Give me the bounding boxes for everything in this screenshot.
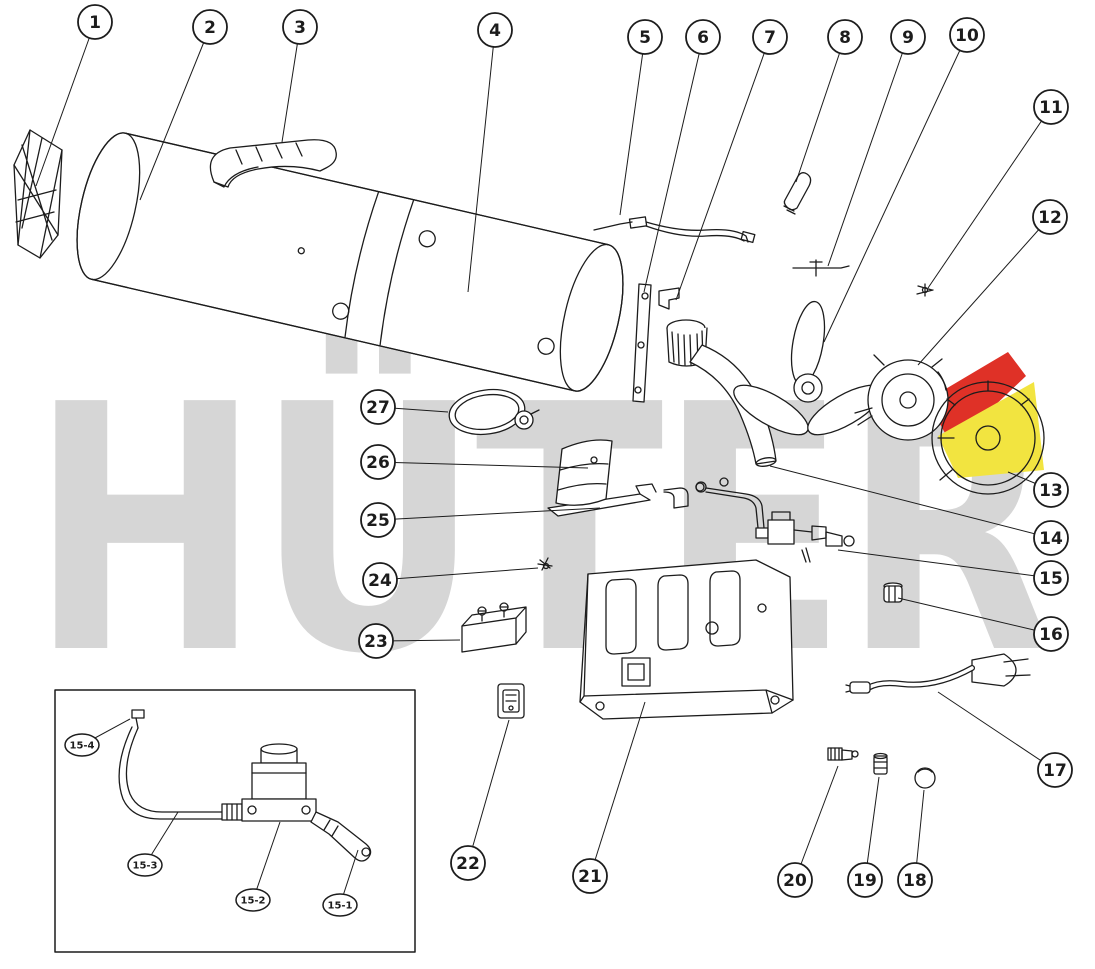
callout-6: 6 (685, 19, 721, 55)
callout-1: 1 (77, 4, 113, 40)
callout-22: 22 (450, 845, 486, 881)
callout-label: 4 (489, 21, 501, 41)
part-19-bushing (873, 752, 888, 775)
callout-label: 15-1 (327, 901, 352, 912)
callout-23: 23 (358, 623, 394, 659)
callout-label: 16 (1039, 625, 1063, 645)
part-2-4-main-cylinder (76, 132, 624, 392)
part-15-valve-assembly (695, 481, 855, 563)
callout-16: 16 (1033, 616, 1069, 652)
callout-5: 5 (627, 19, 663, 55)
callout-15-1: 15-1 (322, 893, 358, 917)
callout-15-2: 15-2 (235, 888, 271, 912)
callout-label: 24 (368, 571, 392, 591)
part-10-fan-blade (733, 300, 883, 436)
part-6-bracket-strip (632, 283, 652, 403)
part-27-gasket-ring (448, 388, 540, 436)
callout-7: 7 (752, 19, 788, 55)
callout-label: 17 (1043, 761, 1067, 781)
callout-label: 1 (89, 13, 101, 33)
callout-13: 13 (1033, 472, 1069, 508)
callout-label: 3 (294, 18, 306, 38)
callout-label: 14 (1039, 529, 1063, 549)
callout-label: 7 (764, 28, 776, 48)
callout-15-3: 15-3 (127, 853, 163, 877)
callout-label: 23 (364, 632, 388, 652)
brand-logo-shapes (927, 352, 1044, 478)
part-9-thermocouple-rod (792, 259, 850, 277)
callout-label: 8 (839, 28, 851, 48)
callout-15: 15 (1033, 560, 1069, 596)
callout-label: 19 (853, 871, 877, 891)
callout-27: 27 (360, 389, 396, 425)
callout-25: 25 (360, 502, 396, 538)
callout-label: 15 (1039, 569, 1063, 589)
callout-8: 8 (827, 19, 863, 55)
callout-label: 15-2 (240, 896, 265, 907)
callout-label: 22 (456, 854, 480, 874)
callout-26: 26 (360, 444, 396, 480)
part-22-rocker-switch (497, 683, 525, 719)
part-11-clip (916, 283, 934, 297)
part-18-cap (914, 767, 936, 789)
callout-label: 9 (902, 28, 914, 48)
part-23-bracket (461, 602, 527, 653)
part-7-clamp-bracket (658, 287, 680, 310)
callout-10: 10 (949, 17, 985, 53)
callout-2: 2 (192, 9, 228, 45)
logo-red-shape (927, 352, 1026, 446)
callout-label: 15-4 (69, 741, 94, 752)
callout-label: 20 (783, 871, 807, 891)
callout-19: 19 (847, 862, 883, 898)
part-13-rear-guard-disc (931, 380, 1045, 495)
part-20-fitting (827, 747, 859, 761)
callout-label: 2 (204, 18, 216, 38)
callout-label: 15-3 (132, 861, 157, 872)
inset-valve-detail (54, 689, 416, 953)
part-21-tank-shell (579, 559, 794, 720)
callout-label: 13 (1039, 481, 1063, 501)
callout-11: 11 (1033, 89, 1069, 125)
callout-label: 11 (1039, 98, 1063, 118)
logo-yellow-shape (938, 382, 1044, 478)
callout-20: 20 (777, 862, 813, 898)
callout-17: 17 (1037, 752, 1073, 788)
part-26-deflector (555, 439, 613, 506)
part-5-igniter-electrode (593, 216, 756, 244)
part-16-grommet (883, 582, 903, 603)
callout-9: 9 (890, 19, 926, 55)
inset-box (54, 689, 416, 953)
callout-4: 4 (477, 12, 513, 48)
callout-label: 27 (366, 398, 390, 418)
callout-label: 10 (955, 26, 979, 46)
part-24-clip (537, 557, 553, 571)
callout-label: 26 (366, 453, 390, 473)
callout-label: 21 (578, 867, 602, 887)
callout-label: 6 (697, 28, 709, 48)
part-25-bracket-plate (547, 477, 729, 517)
callout-18: 18 (897, 862, 933, 898)
callout-label: 18 (903, 871, 927, 891)
callout-3: 3 (282, 9, 318, 45)
part-17-power-cord (845, 653, 1031, 694)
callout-21: 21 (572, 858, 608, 894)
callout-label: 25 (366, 511, 390, 531)
callout-label: 5 (639, 28, 651, 48)
part-1-inlet-grille (13, 129, 63, 259)
part-3-handle (209, 139, 337, 188)
callout-24: 24 (362, 562, 398, 598)
callout-label: 12 (1038, 208, 1062, 228)
callout-15-4: 15-4 (64, 733, 100, 757)
callout-14: 14 (1033, 520, 1069, 556)
elbow-air-duct (689, 344, 777, 467)
callout-12: 12 (1032, 199, 1068, 235)
part-8-ignition-plug (783, 172, 812, 215)
